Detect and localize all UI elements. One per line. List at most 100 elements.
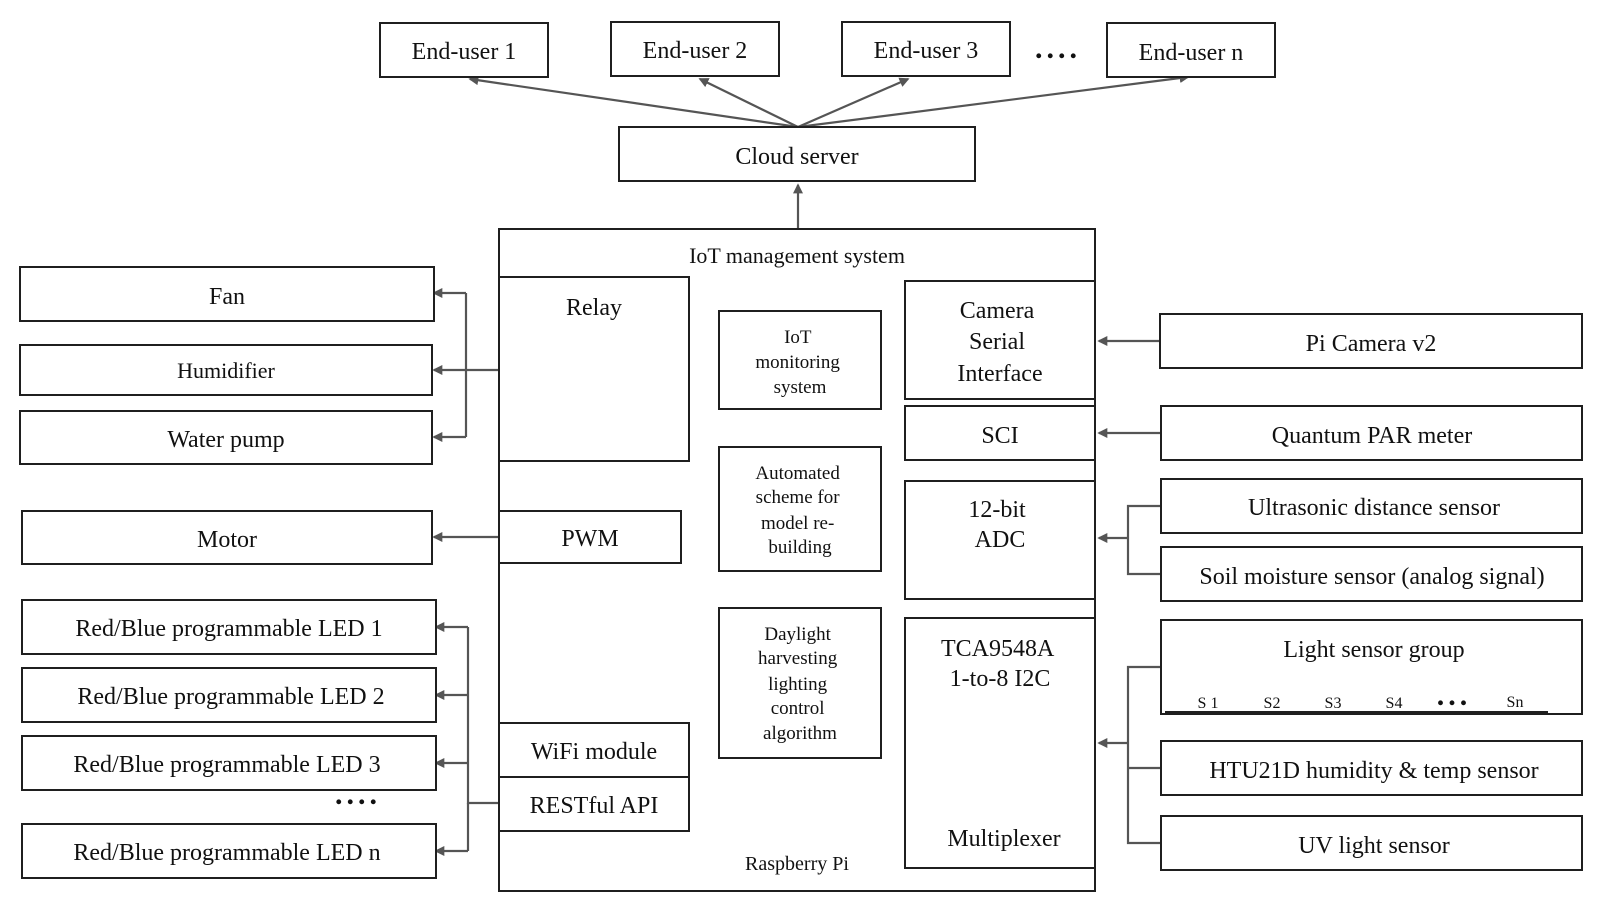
pi-camera-box [1159, 313, 1583, 369]
fan-label: Fan [209, 284, 245, 310]
light-sensor-s1: S 1 [1198, 695, 1219, 712]
automated-line-2: scheme for [756, 487, 841, 508]
water-pump-label: Water pump [167, 427, 284, 453]
light-sensor-ellipsis: ... [1437, 679, 1472, 712]
led-3-label: Red/Blue programmable LED 3 [73, 752, 380, 778]
ultrasonic-sensor-box [1160, 478, 1583, 534]
restful-api-box [498, 776, 690, 832]
quantum-par-label: Quantum PAR meter [1272, 423, 1472, 449]
sci-label: SCI [981, 423, 1018, 449]
end-users-ellipsis: .... [1035, 32, 1081, 65]
pwm-label: PWM [561, 526, 618, 552]
pwm-box [498, 510, 682, 564]
arrow-to-end-user-3 [797, 77, 910, 129]
iot-monitoring-line-2: monitoring [755, 352, 840, 373]
adc-label: 12-bit ADC [968, 497, 1031, 553]
cloud-server-label: Cloud server [735, 144, 858, 170]
restful-api-label: RESTful API [530, 793, 659, 819]
relay-bus-line [464, 293, 499, 372]
end-user-1-label: End-user 1 [412, 39, 517, 65]
iot-monitoring-label: IoT monitoring system [755, 327, 844, 398]
arrow-to-end-user-2 [698, 78, 799, 128]
raspberry-pi-label: Raspberry Pi [745, 853, 849, 875]
uv-light-sensor-box [1160, 815, 1583, 871]
daylight-line-4: control [771, 698, 825, 719]
camera-serial-interface-box [904, 280, 1096, 400]
soil-moisture-sensor-box [1160, 546, 1583, 602]
end-user-n-box [1106, 22, 1276, 78]
led-1-label: Red/Blue programmable LED 1 [75, 616, 382, 642]
iot-monitoring-box [718, 310, 882, 410]
uv-light-sensor-label: UV light sensor [1298, 833, 1450, 859]
end-user-3-label: End-user 3 [874, 38, 979, 64]
humidifier-label: Humidifier [177, 358, 275, 383]
arrow-to-end-user-n [797, 73, 1190, 129]
connectors [432, 73, 1190, 856]
motor-label: Motor [197, 527, 257, 553]
light-sensor-sn: Sn [1507, 694, 1524, 711]
cloud-server-box [618, 126, 976, 182]
daylight-harvesting-label: Daylight harvesting lighting control alg… [758, 624, 842, 744]
iot-monitoring-line-3: system [774, 377, 827, 398]
camera-serial-interface-label: Camera Serial Interface [957, 298, 1042, 387]
light-sensor-s4: S4 [1386, 695, 1403, 712]
sci-box [904, 405, 1096, 461]
daylight-line-5: algorithm [763, 723, 837, 744]
motor-box [21, 510, 433, 565]
automated-scheme-label: Automated scheme for model re- building [755, 463, 844, 558]
relay-label: Relay [566, 295, 622, 321]
automated-line-1: Automated [755, 463, 840, 484]
csi-line-1: Camera [960, 298, 1035, 324]
iot-monitoring-line-1: IoT [784, 327, 812, 348]
leds-ellipsis: .... [335, 778, 381, 811]
multiplexer-caption: Multiplexer [947, 826, 1060, 852]
light-sensor-s2: S2 [1264, 695, 1281, 712]
daylight-harvesting-box [718, 607, 882, 759]
fan-box [19, 266, 435, 322]
ultrasonic-sensor-label: Ultrasonic distance sensor [1248, 495, 1500, 521]
end-user-3-box [841, 21, 1011, 77]
adc-box [904, 480, 1096, 600]
relay-box [498, 276, 690, 462]
led-2-box [21, 667, 437, 723]
end-user-2-box [610, 21, 780, 77]
multiplexer-label: TCA9548A 1-to-8 I2C [941, 636, 1059, 692]
water-pump-box [19, 410, 433, 465]
wifi-module-label: WiFi module [531, 739, 657, 765]
led-2-label: Red/Blue programmable LED 2 [77, 684, 384, 710]
pi-camera-label: Pi Camera v2 [1306, 331, 1437, 357]
htu21d-sensor-label: HTU21D humidity & temp sensor [1209, 758, 1538, 784]
htu21d-sensor-box [1160, 740, 1583, 796]
led-3-box [21, 735, 437, 791]
led-1-box [21, 599, 437, 655]
arrow-to-end-user-1 [468, 75, 799, 129]
humidifier-box [19, 344, 433, 396]
automated-line-3: model re- [761, 513, 834, 534]
adc-bus-line [1126, 504, 1161, 576]
adc-line-1: 12-bit [968, 497, 1026, 523]
daylight-line-3: lighting [768, 674, 828, 695]
led-n-box [21, 823, 437, 879]
automated-scheme-box [718, 446, 882, 572]
multiplexer-line-2: 1-to-8 I2C [950, 666, 1051, 692]
iot-management-system-title: IoT management system [689, 243, 905, 268]
end-user-n-label: End-user n [1139, 40, 1244, 66]
end-user-2-label: End-user 2 [643, 38, 748, 64]
multiplexer-box [904, 617, 1096, 869]
daylight-line-1: Daylight [764, 624, 831, 645]
i2c-bus-line [1126, 665, 1161, 845]
daylight-line-2: harvesting [758, 648, 838, 669]
quantum-par-box [1160, 405, 1583, 461]
automated-line-4: building [768, 537, 832, 558]
adc-line-2: ADC [975, 527, 1026, 553]
multiplexer-line-1: TCA9548A [941, 636, 1055, 662]
end-user-row: End-user 1 End-user 2 End-user 3 .... En… [379, 21, 1276, 78]
end-user-1-box [379, 22, 549, 78]
csi-line-3: Interface [957, 361, 1042, 387]
soil-moisture-sensor-label: Soil moisture sensor (analog signal) [1199, 564, 1544, 590]
light-sensor-group-title: Light sensor group [1283, 637, 1464, 663]
led-n-label: Red/Blue programmable LED n [73, 840, 380, 866]
led-bus-line [466, 627, 499, 805]
light-sensor-group-box [1160, 619, 1583, 715]
